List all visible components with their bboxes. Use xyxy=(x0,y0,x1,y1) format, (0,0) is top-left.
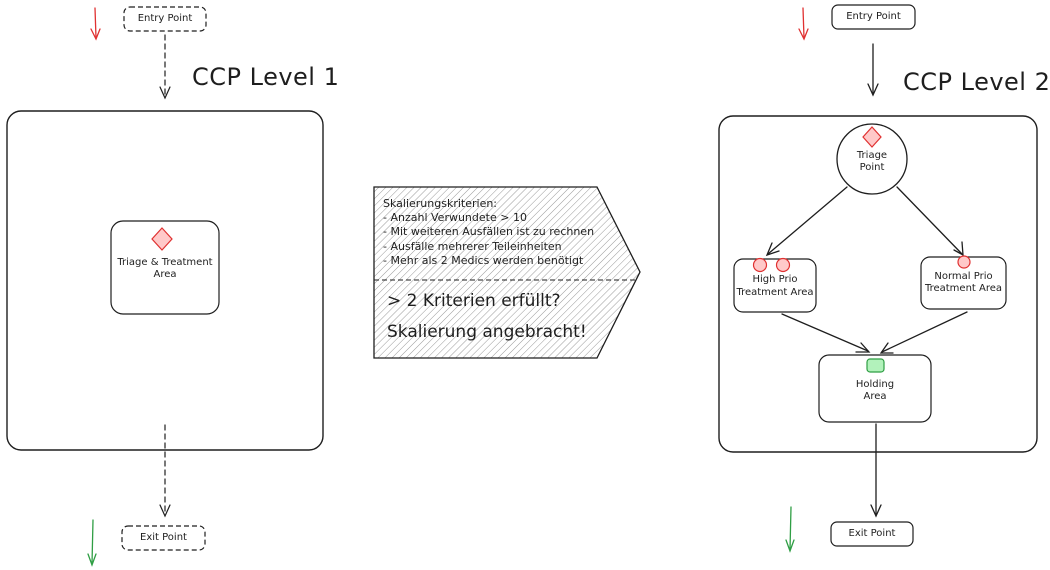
level2-triage-to-high-arrow xyxy=(765,186,848,257)
level2-triage-to-normal-arrow xyxy=(896,186,964,257)
level2-holding-marker xyxy=(866,358,885,373)
level1-entry-arrow xyxy=(159,34,171,100)
level1-exit-label: Exit Point xyxy=(140,532,187,543)
level1-area-label-line2: Area xyxy=(153,269,177,280)
level2-entry-arrow xyxy=(867,43,879,97)
level1-triage-treatment-area[interactable] xyxy=(110,220,220,315)
criteria-item-3: - Ausfälle mehrerer Teileinheiten xyxy=(383,240,562,253)
criteria-conclusion-line2: Skalierung angebracht! xyxy=(387,322,587,342)
criteria-heading: Skalierungskriterien: xyxy=(383,197,498,210)
level2-exit-green-arrow xyxy=(785,506,795,553)
level1-exit-arrow xyxy=(159,424,171,518)
level1-area-label-line1: Triage & Treatment xyxy=(117,257,213,268)
level2-holding-area[interactable] xyxy=(818,354,932,423)
level2-title: CCP Level 2 xyxy=(903,68,1050,96)
level2-exit-arrow xyxy=(870,423,882,518)
criteria-item-4: - Mehr als 2 Medics werden benötigt xyxy=(383,254,584,267)
level1-entry-node[interactable] xyxy=(123,6,207,32)
criteria-banner xyxy=(373,186,641,359)
level2-triage-point[interactable] xyxy=(836,123,908,195)
level1-exit-green-arrow xyxy=(87,519,97,567)
level2-exit-node[interactable] xyxy=(830,521,914,547)
level1-triage-diamond-icon xyxy=(151,227,173,251)
criteria-item-2: - Mit weiteren Ausfällen ist zu rechnen xyxy=(383,225,595,238)
level2-normal-to-holding-arrow xyxy=(879,311,968,354)
level1-entry-red-arrow xyxy=(90,7,101,41)
level2-exit-label: Exit Point xyxy=(848,528,896,539)
level2-high-prio-area[interactable] xyxy=(733,258,817,313)
level2-triage-diamond-icon xyxy=(862,126,882,148)
level2-high-prio-marker-2 xyxy=(775,257,791,273)
level2-high-prio-marker-1 xyxy=(752,257,768,273)
level2-high-line1: High Prio xyxy=(752,274,798,285)
criteria-item-1: - Anzahl Verwundete > 10 xyxy=(383,211,527,224)
level2-triage-line1: Triage xyxy=(856,150,888,161)
criteria-conclusion-line1: > 2 Kriterien erfüllt? xyxy=(387,291,561,311)
level1-exit-node[interactable] xyxy=(121,525,206,551)
level2-holding-line2: Area xyxy=(863,391,887,402)
level2-normal-prio-marker xyxy=(957,255,971,269)
level1-title: CCP Level 1 xyxy=(192,63,340,91)
level2-high-to-holding-arrow xyxy=(781,313,871,353)
level2-normal-line2: Treatment Area xyxy=(924,283,1003,294)
level2-triage-line2: Point xyxy=(859,162,885,173)
level2-entry-red-arrow xyxy=(798,7,809,41)
level2-normal-line1: Normal Prio xyxy=(934,271,993,282)
level2-holding-line1: Holding xyxy=(855,379,895,390)
level1-entry-label: Entry Point xyxy=(137,13,193,24)
level2-high-line2: Treatment Area xyxy=(736,287,814,298)
level2-entry-label: Entry Point xyxy=(846,11,901,22)
level2-container xyxy=(718,115,1038,453)
level2-entry-node[interactable] xyxy=(831,4,916,30)
